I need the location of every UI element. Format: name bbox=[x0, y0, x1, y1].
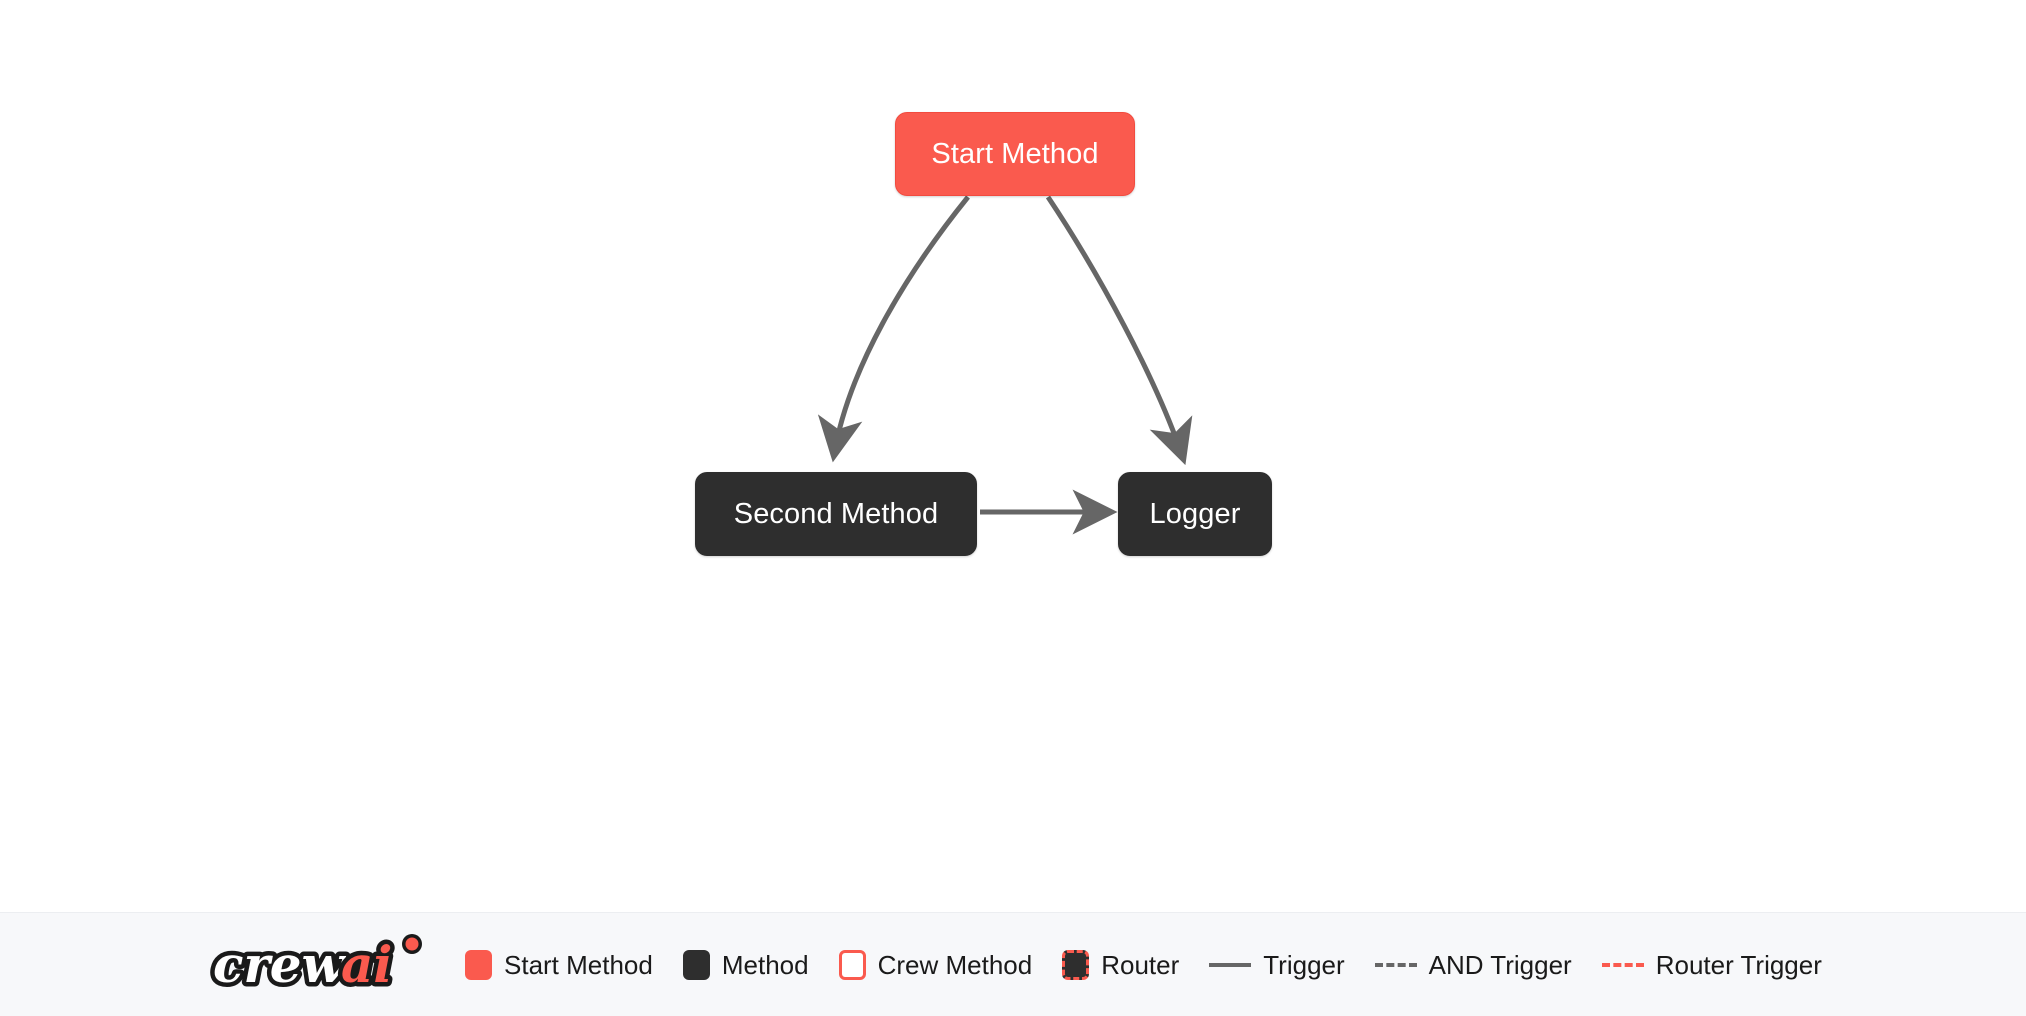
legend-label: AND Trigger bbox=[1428, 949, 1572, 980]
swatch-router-icon bbox=[1062, 949, 1090, 980]
line-trigger-icon bbox=[1209, 962, 1252, 967]
node-label: Start Method bbox=[931, 137, 1099, 170]
legend-item-method[interactable]: Method bbox=[682, 949, 809, 980]
edge-start-to-logger bbox=[1045, 195, 1193, 466]
legend-item-trigger[interactable]: Trigger bbox=[1209, 949, 1345, 980]
legend-label: Method bbox=[721, 949, 809, 980]
legend-item-and-trigger[interactable]: AND Trigger bbox=[1374, 949, 1572, 980]
line-and-trigger-icon bbox=[1374, 962, 1417, 967]
swatch-crew-method-icon bbox=[838, 949, 866, 980]
line-router-trigger-icon bbox=[1601, 962, 1644, 967]
node-logger[interactable]: Logger bbox=[1118, 472, 1272, 556]
svg-text:crew: crew bbox=[213, 935, 347, 994]
svg-text:ai: ai bbox=[341, 935, 392, 994]
legend-label: Start Method bbox=[504, 949, 653, 980]
svg-text:crew: crew bbox=[213, 935, 347, 994]
legend-item-router-trigger[interactable]: Router Trigger bbox=[1601, 949, 1822, 980]
legend-footer: crew crew ai ai Start Method Method bbox=[0, 912, 2026, 1016]
legend-label: Crew Method bbox=[877, 949, 1033, 980]
legend-label: Router Trigger bbox=[1655, 949, 1822, 980]
swatch-method-icon bbox=[682, 949, 710, 980]
legend-label: Router bbox=[1101, 949, 1180, 980]
swatch-start-method-icon bbox=[465, 949, 492, 980]
edge-start-to-second bbox=[817, 195, 970, 463]
node-second-method[interactable]: Second Method bbox=[695, 472, 977, 556]
legend-item-crew-method[interactable]: Crew Method bbox=[838, 949, 1033, 980]
graph-canvas[interactable]: Start Method Second Method Logger bbox=[0, 0, 2026, 912]
node-label: Second Method bbox=[733, 497, 939, 530]
node-start-method[interactable]: Start Method bbox=[895, 112, 1135, 196]
legend-item-router[interactable]: Router bbox=[1062, 949, 1180, 980]
crewai-logo: crew crew ai ai bbox=[207, 933, 435, 996]
legend-item-start-method[interactable]: Start Method bbox=[465, 949, 653, 980]
legend-label: Trigger bbox=[1263, 949, 1345, 980]
node-label: Logger bbox=[1149, 497, 1241, 530]
svg-text:ai: ai bbox=[341, 935, 392, 994]
legend-container: crew crew ai ai Start Method Method bbox=[207, 933, 1852, 996]
